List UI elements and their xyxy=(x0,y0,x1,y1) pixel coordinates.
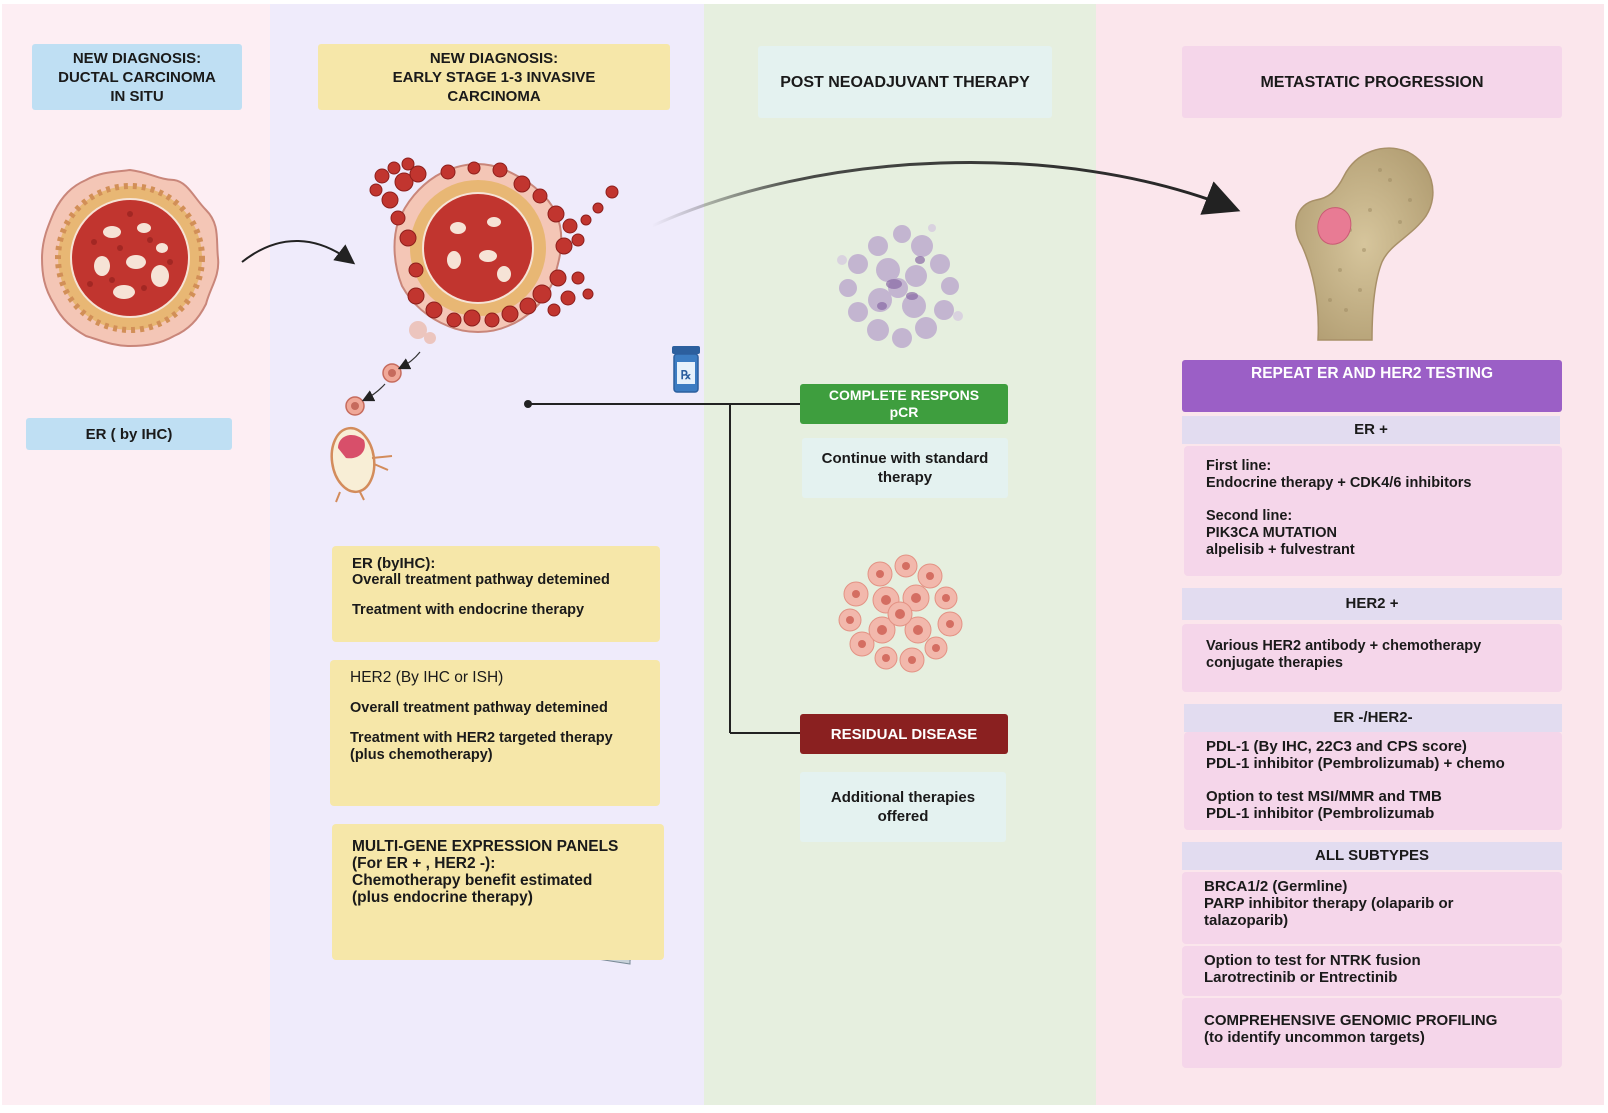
multigene-panel-card: MULTI-GENE EXPRESSION PANELS (For ER + ,… xyxy=(332,824,664,960)
er-negative-card: PDL-1 (By IHC, 22C3 and CPS score) PDL-1… xyxy=(1184,732,1562,830)
post-neoadjuvant-header: POST NEOADJUVANT THERAPY xyxy=(758,46,1052,118)
dcis-duct-illustration xyxy=(40,168,220,348)
her2-pathway-card: HER2 (By IHC or ISH) Overall treatment p… xyxy=(330,660,660,806)
brca-card: BRCA1/2 (Germline) PARP inhibitor therap… xyxy=(1182,872,1562,944)
response-connector xyxy=(528,403,800,734)
genomic-profiling-text: COMPREHENSIVE GENOMIC PROFILING (to iden… xyxy=(1204,1012,1498,1046)
er-positive-first-line: First line: Endocrine therapy + CDK4/6 i… xyxy=(1206,458,1472,491)
ntrk-text: Option to test for NTRK fusion Larotrect… xyxy=(1204,952,1421,986)
er-card-line2: Treatment with endocrine therapy xyxy=(352,602,585,618)
connector-endpoint xyxy=(524,400,532,408)
continue-standard-therapy: Continue with standard therapy xyxy=(802,438,1008,498)
er-card-line1: Overall treatment pathway detemined xyxy=(352,572,610,588)
metastasis-arrow xyxy=(651,161,1241,228)
er-positive-second-line: Second line: PIK3CA MUTATION alpelisib +… xyxy=(1206,508,1355,558)
prescription-bottle-icon: ℞ xyxy=(672,346,700,393)
dcis-header: NEW DIAGNOSIS: DUCTAL CARCINOMA IN SITU xyxy=(32,44,242,110)
er-pathway-card: ER (byIHC): Overall treatment pathway de… xyxy=(332,546,660,642)
lymph-node-illustration xyxy=(330,351,421,503)
er-positive-card: First line: Endocrine therapy + CDK4/6 i… xyxy=(1184,446,1562,576)
invasive-header: NEW DIAGNOSIS: EARLY STAGE 1-3 INVASIVE … xyxy=(318,44,670,110)
svg-text:℞: ℞ xyxy=(681,368,692,382)
ntrk-card: Option to test for NTRK fusion Larotrect… xyxy=(1182,946,1562,996)
her2-positive-card: Various HER2 antibody + chemotherapy con… xyxy=(1182,624,1562,692)
bone-metastasis-illustration xyxy=(1295,147,1434,341)
metastatic-header: METASTATIC PROGRESSION xyxy=(1182,46,1562,118)
brca-text: BRCA1/2 (Germline) PARP inhibitor therap… xyxy=(1204,878,1454,929)
residual-tumor-cells-illustration xyxy=(838,554,963,673)
her2-positive-text: Various HER2 antibody + chemotherapy con… xyxy=(1206,638,1482,671)
cleared-tumor-cells-illustration xyxy=(837,224,963,348)
er-card-title: ER (byIHC): xyxy=(352,555,436,572)
repeat-testing-header: REPEAT ER AND HER2 TESTING xyxy=(1182,360,1562,412)
her2-card-title: HER2 (By IHC or ISH) xyxy=(350,669,504,686)
residual-disease-badge: RESIDUAL DISEASE xyxy=(800,714,1008,754)
er-negative-msi: Option to test MSI/MMR and TMB PDL-1 inh… xyxy=(1206,788,1442,822)
her2-card-line2: Treatment with HER2 targeted therapy (pl… xyxy=(350,730,613,763)
er-negative-label: ER -/HER2- xyxy=(1184,704,1562,732)
invasive-carcinoma-illustration xyxy=(369,157,619,344)
additional-therapies: Additional therapies offered xyxy=(800,772,1006,842)
her2-card-line1: Overall treatment pathway detemined xyxy=(350,700,608,716)
genomic-profiling-card: COMPREHENSIVE GENOMIC PROFILING (to iden… xyxy=(1182,998,1562,1068)
progression-arrow xyxy=(241,240,356,265)
er-ihc-label: ER ( by IHC) xyxy=(26,418,232,450)
er-negative-pdl1: PDL-1 (By IHC, 22C3 and CPS score) PDL-1… xyxy=(1206,738,1505,772)
er-positive-label: ER + xyxy=(1182,416,1560,444)
her2-positive-label: HER2 + xyxy=(1182,588,1562,620)
complete-response-badge: COMPLETE RESPONS pCR xyxy=(800,384,1008,424)
all-subtypes-label: ALL SUBTYPES xyxy=(1182,842,1562,870)
multigene-card-text: MULTI-GENE EXPRESSION PANELS (For ER + ,… xyxy=(352,838,619,906)
